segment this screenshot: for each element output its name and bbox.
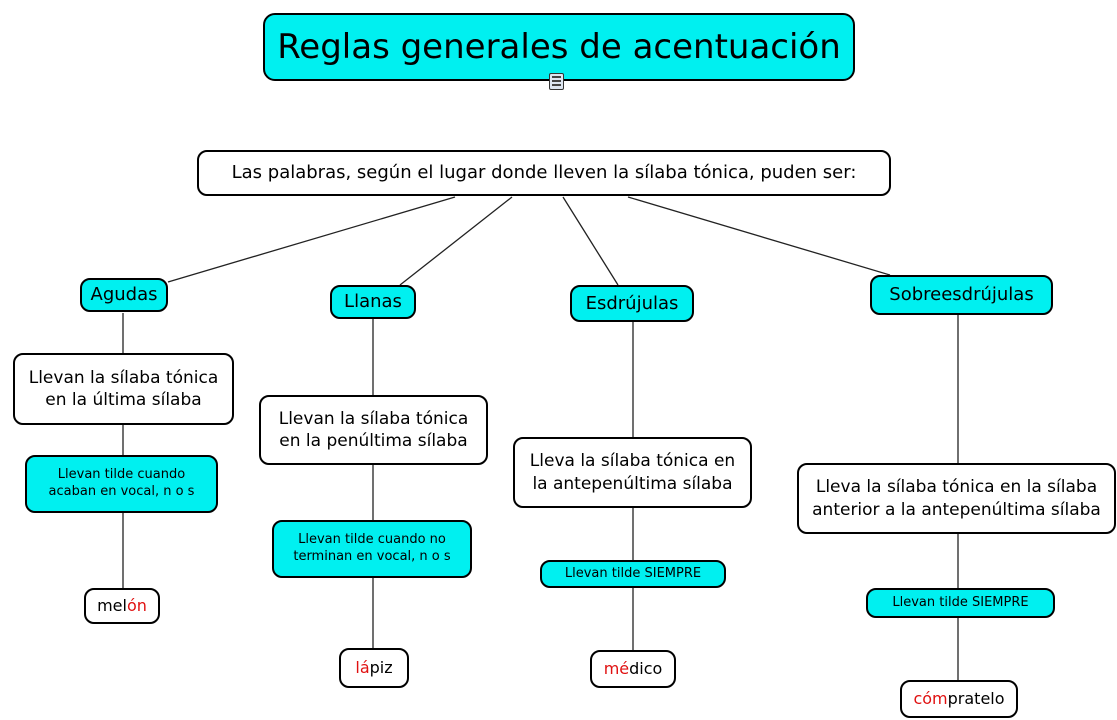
example-word: médico: [604, 659, 663, 680]
type-label: Agudas: [90, 284, 158, 306]
intro-box: Las palabras, según el lugar donde lleve…: [197, 150, 891, 196]
example-plain: mel: [97, 595, 127, 615]
rule-text: Lleva la sílaba tónica en la antepenúlti…: [529, 451, 736, 494]
tilde-text: Llevan tilde cuando acaban en vocal, n o…: [48, 467, 195, 499]
example-plain: pratelo: [947, 688, 1005, 708]
tilde-text: Llevan tilde SIEMPRE: [564, 565, 702, 581]
link-intro-llanas: [399, 196, 513, 286]
tilde-node-agudas: Llevan tilde cuando acaban en vocal, n o…: [25, 455, 218, 513]
link-intro-sobreesdrujulas: [627, 196, 891, 276]
rule-node-agudas: Llevan la sílaba tónica en la última síl…: [13, 353, 234, 425]
tilde-text: Llevan tilde cuando no terminan en vocal…: [293, 532, 451, 564]
intro-text: Las palabras, según el lugar donde lleve…: [231, 162, 857, 184]
type-label: Esdrújulas: [585, 292, 679, 314]
tilde-node-sobreesdrujulas: Llevan tilde SIEMPRE: [866, 588, 1055, 618]
type-node-esdrujulas: Esdrújulas: [570, 285, 694, 322]
type-label: Llanas: [344, 291, 402, 313]
note-icon[interactable]: [549, 73, 564, 90]
example-plain: piz: [369, 657, 393, 677]
rule-node-sobreesdrujulas: Lleva la sílaba tónica en la sílaba ante…: [797, 463, 1116, 534]
type-node-agudas: Agudas: [80, 278, 168, 312]
tilde-text: Llevan tilde SIEMPRE: [892, 594, 1029, 610]
rule-node-llanas: Llevan la sílaba tónica en la penúltima …: [259, 395, 488, 465]
title-text: Reglas generales de acentuación: [277, 26, 841, 67]
type-node-llanas: Llanas: [330, 285, 416, 319]
rule-node-esdrujulas: Lleva la sílaba tónica en la antepenúlti…: [513, 437, 752, 508]
rule-text: Llevan la sílaba tónica en la penúltima …: [278, 408, 469, 451]
type-node-sobreesdrujulas: Sobreesdrújulas: [870, 275, 1053, 315]
example-node-sobreesdrujulas: cómpratelo: [900, 680, 1018, 718]
link-intro-agudas: [167, 196, 456, 283]
example-accent: cóm: [913, 688, 948, 708]
tilde-node-llanas: Llevan tilde cuando no terminan en vocal…: [272, 520, 472, 578]
example-node-agudas: melón: [84, 588, 160, 624]
rule-text: Lleva la sílaba tónica en la sílaba ante…: [812, 477, 1101, 520]
example-accent: mé: [603, 658, 630, 678]
page-title: Reglas generales de acentuación: [263, 13, 855, 81]
example-word: cómpratelo: [913, 689, 1004, 710]
rule-text: Llevan la sílaba tónica en la última síl…: [28, 367, 219, 410]
example-word: melón: [97, 596, 147, 617]
example-accent: lá: [355, 657, 370, 677]
type-label: Sobreesdrújulas: [889, 284, 1034, 306]
example-node-esdrujulas: médico: [590, 650, 676, 688]
tilde-node-esdrujulas: Llevan tilde SIEMPRE: [540, 560, 726, 588]
link-intro-esdrujulas: [562, 196, 619, 286]
example-word: lápiz: [355, 658, 392, 679]
example-accent: ón: [126, 595, 147, 615]
example-plain: dico: [629, 658, 663, 678]
example-node-llanas: lápiz: [339, 648, 409, 688]
